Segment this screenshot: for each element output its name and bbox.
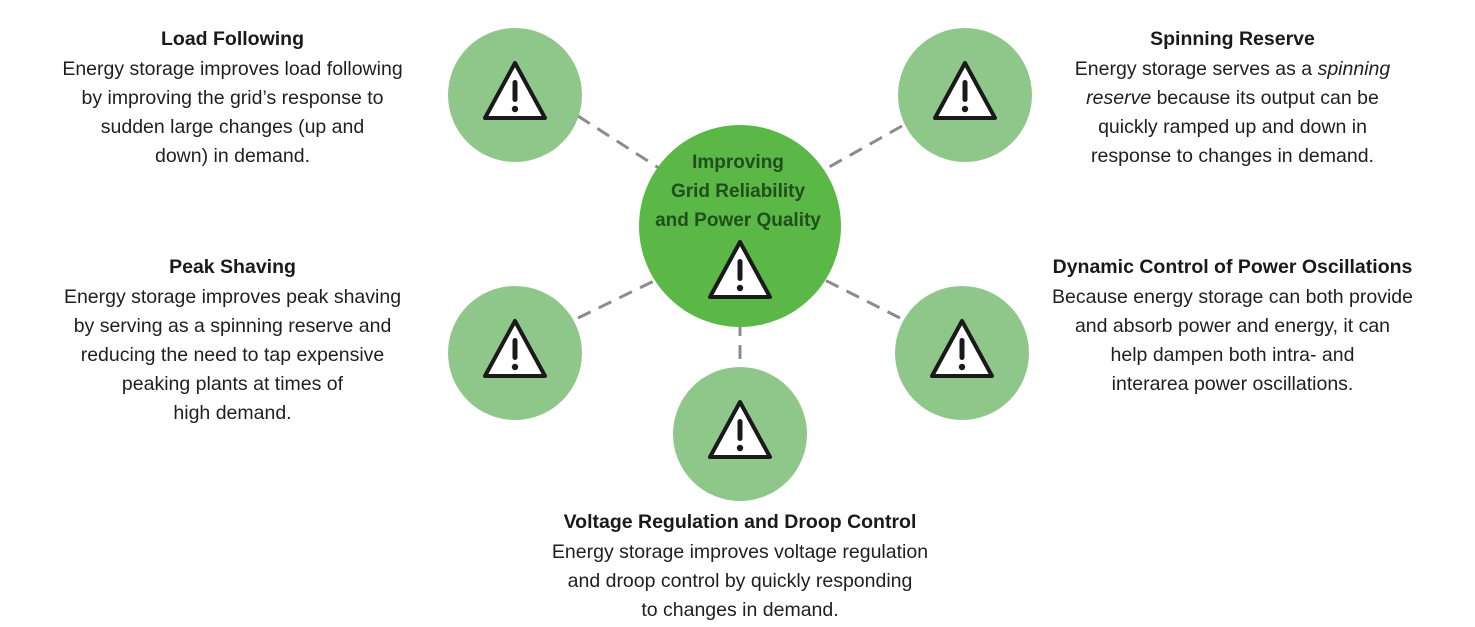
description-line: high demand. [173, 402, 292, 424]
description-emphasis: spinning [1317, 58, 1391, 80]
description-line: down) in demand. [154, 145, 310, 167]
description-line: quickly ramped up and down in [1098, 116, 1367, 138]
center-title-line: Improving [692, 152, 784, 173]
description-line: and absorb power and energy, it can [1074, 315, 1391, 337]
center-title: Improving Grid Reliability and Power Qua… [630, 148, 846, 235]
connector-dynamic-control [814, 273, 901, 320]
dynamic-control-text: Dynamic Control of Power Oscillations Be… [1010, 253, 1455, 399]
description-line: Because energy storage can both provide [1052, 286, 1413, 308]
node-voltage-regulation [673, 367, 807, 501]
description-text: Energy storage serves as a [1074, 58, 1318, 80]
description-emphasis: reserve [1086, 87, 1152, 109]
voltage-regulation-title: Voltage Regulation and Droop Control [563, 511, 917, 533]
load-following-text: Load Following Energy storage improves l… [20, 25, 445, 171]
connector-peak-shaving [577, 276, 661, 320]
description-line: interarea power oscillations. [1111, 373, 1354, 395]
node-load-following [448, 28, 582, 162]
center-title-line: and Power Quality [655, 210, 821, 231]
connector-load-following [577, 114, 666, 174]
description-line: Energy storage improves load following [62, 58, 403, 80]
peak-shaving-title: Peak Shaving [169, 256, 296, 278]
spinning-reserve-text: Spinning Reserve Energy storage serves a… [1040, 25, 1425, 171]
description-line: to changes in demand. [641, 599, 839, 621]
center-node [639, 125, 841, 327]
description-line: peaking plants at times of [121, 373, 344, 395]
node-dynamic-control [895, 286, 1029, 420]
description-line: reserve because its output can be [1040, 84, 1425, 113]
description-line: Energy storage serves as a spinning [1040, 55, 1425, 84]
description-line: Energy storage improves peak shaving [63, 286, 402, 308]
node-spinning-reserve [898, 28, 1032, 162]
node-peak-shaving [448, 286, 582, 420]
spinning-reserve-title: Spinning Reserve [1150, 28, 1315, 50]
description-text: because its output can be [1151, 87, 1379, 109]
peak-shaving-text: Peak Shaving Energy storage improves pea… [20, 253, 445, 428]
description-line: reducing the need to tap expensive [80, 344, 385, 366]
dynamic-control-title: Dynamic Control of Power Oscillations [1052, 256, 1413, 278]
description-line: by serving as a spinning reserve and [73, 315, 392, 337]
voltage-regulation-text: Voltage Regulation and Droop Control Ene… [500, 508, 980, 625]
center-title-line: Grid Reliability [670, 181, 806, 202]
load-following-title: Load Following [161, 28, 304, 50]
description-line: sudden large changes (up and [100, 116, 365, 138]
description-line: help dampen both intra- and [1110, 344, 1355, 366]
description-line: by improving the grid’s response to [81, 87, 384, 109]
description-line: Energy storage improves voltage regulati… [551, 541, 929, 563]
description-line: response to changes in demand. [1091, 145, 1374, 167]
description-line: and droop control by quickly responding [567, 570, 913, 592]
connector-spinning-reserve [814, 124, 903, 177]
